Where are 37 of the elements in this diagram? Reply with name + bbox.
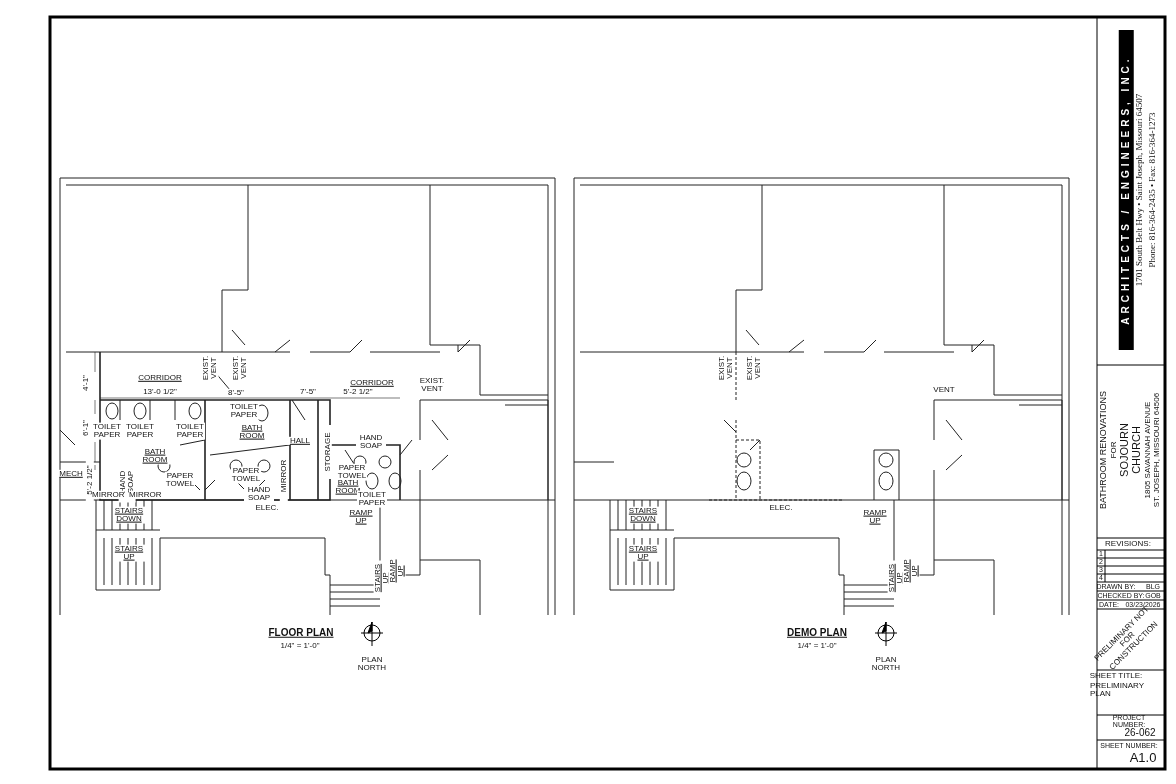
plan-title: FLOOR PLAN [267,627,335,639]
fixture-label: TOILET PAPER [126,422,154,440]
fixture-label: PAPER TOWEL [231,466,261,484]
project-address: ST. JOSEPH, MISSOURI 64506 [1152,391,1162,510]
title-block-text: A1.0 [1128,751,1158,765]
room-label: STAIRS UP [627,544,659,562]
fixture-label: HAND SOAP [356,433,386,451]
title-block-text: 26-062 [1124,727,1157,739]
room-label: STAIRS DOWN [113,506,145,524]
fixture-label: TOILET PAPER [175,422,205,440]
fixture-label: EXIST. VENT [201,353,219,383]
fixture-label: HAND SOAP [244,485,274,503]
fixture-label: EXIST. VENT [231,353,249,383]
room-label: BATH ROOM [140,447,170,465]
title-block-text: REVISIONS: [1104,539,1152,549]
fixture-label: EXIST. VENT [717,353,735,383]
firm-contact: Phone: 816-364-2435 • Fax: 816-364-1273 [1148,111,1158,270]
project-address: 1805 SAVANNAH AVENUE [1143,400,1153,501]
project-title: BATHROOM RENOVATIONS [1099,390,1109,511]
fixture-label: TOILET PAPER [357,490,387,508]
fixture-label: MIRROR [129,490,161,500]
room-label: STAIRS DOWN [627,506,659,524]
room-label: STORAGE [323,425,333,479]
plan-title: DEMO PLAN [786,627,848,639]
fixture-label: TOILET PAPER [229,402,259,420]
fixture-label: TOILET PAPER [93,422,121,440]
title-block-text: SHEET TITLE: [1088,671,1144,681]
project-title: SOJOURN CHURCH [1119,422,1143,479]
fixture-label: EXIST. VENT [745,353,763,383]
firm-address: 1701 South Belt Hwy • Saint Joseph, Missouri 64507 [1135,92,1145,289]
room-label: STAIRS UP [113,544,145,562]
title-block-text: PRELIMINARY PLAN [1090,681,1145,699]
fixture-label: MIRROR [92,490,124,500]
project-title: FOR [1109,440,1119,461]
firm-description: ARCHITECTS / ENGINEERS, INC. [1118,30,1134,350]
fixture-label: PAPER TOWEL [165,471,195,489]
room-label: BATH ROOM [237,423,267,441]
